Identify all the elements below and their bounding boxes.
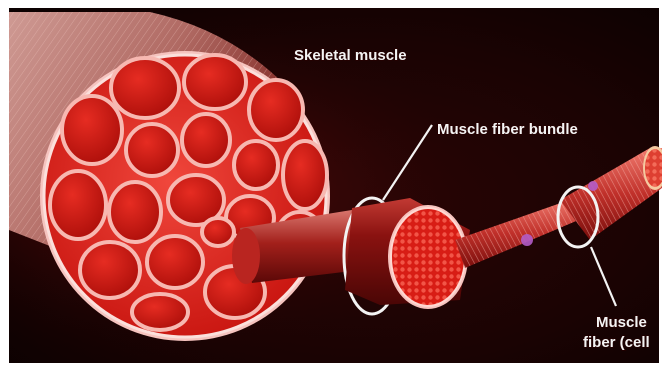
label-skeletal-muscle: Skeletal muscle — [294, 47, 407, 64]
label-muscle-fiber-bundle: Muscle fiber bundle — [437, 121, 578, 138]
label-muscle-fiber-line2: fiber (cell — [583, 334, 650, 351]
label-muscle-fiber-line1: Muscle — [596, 314, 647, 331]
nucleus-top — [588, 181, 598, 191]
nucleus — [521, 234, 533, 246]
skeletal-muscle-cross-section — [40, 51, 330, 341]
